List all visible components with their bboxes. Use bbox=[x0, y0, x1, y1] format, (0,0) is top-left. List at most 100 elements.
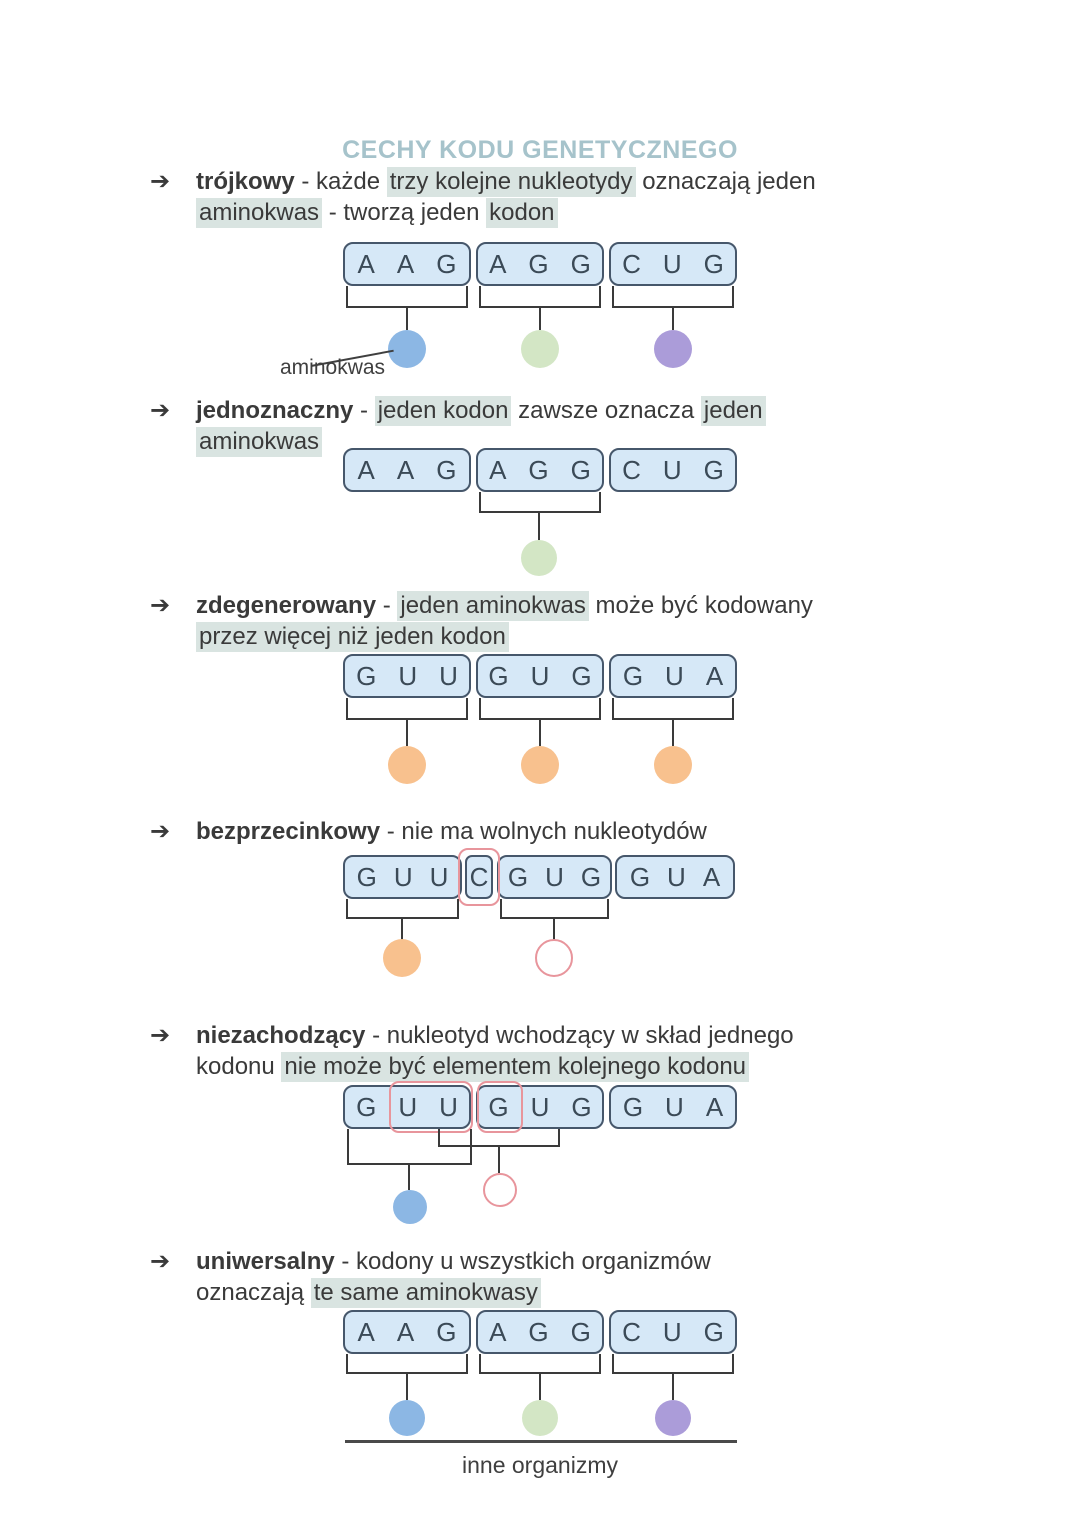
connector-line bbox=[538, 513, 540, 540]
codon-bracket bbox=[346, 698, 468, 720]
text-segment: kodonu bbox=[196, 1053, 282, 1080]
text-segment: - kodony u wszystkich organizmów bbox=[334, 1248, 711, 1275]
organisms-line bbox=[345, 1440, 737, 1443]
connector-line bbox=[406, 720, 408, 746]
amino-acid-circle bbox=[655, 1400, 691, 1436]
bullet-zdegenerowany: ➔zdegenerowany - jeden aminokwas może by… bbox=[150, 590, 1000, 652]
codon-box: AGG bbox=[476, 448, 604, 492]
term-text: trójkowy bbox=[196, 168, 295, 195]
codon-bracket bbox=[479, 1354, 601, 1374]
codon-box: CUG bbox=[609, 448, 737, 492]
connector-line bbox=[553, 919, 555, 940]
codon-box: GUG bbox=[497, 855, 612, 899]
amino-acid-circle bbox=[521, 330, 559, 368]
codon-letters: AAG bbox=[357, 454, 479, 485]
text-segment: oznaczają bbox=[196, 1279, 311, 1306]
overlap-bracket bbox=[438, 1129, 560, 1147]
connector-line bbox=[672, 720, 674, 746]
bullet-line: ➔zdegenerowany - jeden aminokwas może by… bbox=[150, 590, 1000, 621]
bullet-bezprzecinkowy: ➔bezprzecinkowy - nie ma wolnych nukleot… bbox=[150, 816, 1000, 847]
text-segment: - nie ma wolnych nukleotydów bbox=[380, 818, 707, 845]
text-segment: może być kodowany bbox=[588, 592, 813, 619]
codon-box: GUA bbox=[615, 855, 735, 899]
codon-letters: GUA bbox=[622, 1091, 746, 1122]
bullet-text: przez więcej niż jeden kodon bbox=[150, 621, 1000, 652]
codon-box: AGG bbox=[476, 242, 604, 286]
connector-line bbox=[672, 308, 674, 330]
codon-letters: GUG bbox=[488, 1091, 614, 1122]
codon-bracket bbox=[500, 899, 609, 919]
connector-line bbox=[408, 1165, 410, 1190]
bullet-line: ➔bezprzecinkowy - nie ma wolnych nukleot… bbox=[150, 816, 1000, 847]
codon-box-free-nucleotide: C bbox=[465, 855, 493, 899]
highlighted-text: aminokwas bbox=[196, 427, 323, 457]
highlighted-text: jeden bbox=[700, 396, 766, 426]
text-segment: - nukleotyd wchodzący w skład jednego bbox=[365, 1022, 794, 1049]
highlighted-text: te same aminokwasy bbox=[310, 1278, 541, 1308]
term-text: niezachodzący bbox=[196, 1022, 366, 1049]
highlighted-text: jeden kodon bbox=[374, 396, 512, 426]
bullet-trojkowy: ➔trójkowy - każde trzy kolejne nukleotyd… bbox=[150, 166, 1000, 228]
codon-letters: GUG bbox=[488, 660, 614, 691]
missing-amino-acid-circle bbox=[483, 1173, 517, 1207]
connector-line bbox=[401, 919, 403, 940]
codon-bracket bbox=[347, 1129, 472, 1165]
amino-acid-circle bbox=[388, 746, 426, 784]
bullet-text: aminokwas bbox=[150, 426, 1000, 457]
bullet-text: niezachodzący - nukleotyd wchodzący w sk… bbox=[196, 1022, 794, 1049]
connector-line bbox=[539, 308, 541, 330]
amino-acid-circle bbox=[654, 746, 692, 784]
codon-bracket bbox=[612, 1354, 734, 1374]
amino-acid-circle bbox=[654, 330, 692, 368]
codon-box: GUA bbox=[609, 654, 737, 698]
codon-box: AAG bbox=[343, 1310, 471, 1354]
highlighted-text: jeden aminokwas bbox=[397, 591, 589, 621]
codon-letters: AAG bbox=[357, 1316, 479, 1347]
codon-letters: GUG bbox=[507, 861, 619, 892]
arrow-bullet-icon: ➔ bbox=[150, 397, 171, 424]
codon-box: CUG bbox=[609, 242, 737, 286]
codon-bracket bbox=[346, 1354, 468, 1374]
codon-letters: GUA bbox=[629, 861, 738, 892]
free-nucleotide-outline bbox=[458, 848, 500, 906]
highlighted-text: trzy kolejne nukleotydy bbox=[386, 167, 636, 197]
codon-box: AAG bbox=[343, 242, 471, 286]
codon-box: AAG bbox=[343, 448, 471, 492]
codon-box: AGG bbox=[476, 1310, 604, 1354]
term-text: uniwersalny bbox=[196, 1248, 335, 1275]
bullet-uniwersalny: ➔uniwersalny - kodony u wszystkich organ… bbox=[150, 1246, 1000, 1308]
page-title: CECHY KODU GENETYCZNEGO bbox=[342, 136, 738, 164]
overlap-outline bbox=[389, 1081, 473, 1133]
bullet-line: ➔ niezachodzący - nukleotyd wchodzący w s… bbox=[150, 1020, 1000, 1051]
codon-letters: CUG bbox=[622, 248, 746, 279]
highlighted-text: nie może być elementem kolejnego kodonu bbox=[281, 1052, 750, 1082]
highlighted-text: przez więcej niż jeden kodon bbox=[196, 622, 509, 652]
bullet-text: oznaczają te same aminokwasy bbox=[150, 1277, 1000, 1308]
highlighted-text: kodon bbox=[486, 198, 558, 228]
bullet-line: ➔trójkowy - każde trzy kolejne nukleotyd… bbox=[150, 166, 1000, 197]
text-segment: - tworzą jeden bbox=[322, 199, 487, 226]
bullet-text: trójkowy - każde trzy kolejne nukleotydy… bbox=[196, 167, 816, 197]
codon-box: GUU bbox=[343, 855, 462, 899]
term-text: bezprzecinkowy bbox=[196, 818, 381, 845]
bullet-text: aminokwas - tworzą jeden kodon bbox=[150, 197, 1000, 228]
arrow-bullet-icon: ➔ bbox=[150, 592, 171, 619]
bullet-text: jednoznaczny - jeden kodon zawsze oznacz… bbox=[196, 396, 766, 426]
codon-bracket bbox=[479, 698, 601, 720]
term-text: zdegenerowany bbox=[196, 592, 377, 619]
codon-box: GUG bbox=[476, 654, 604, 698]
term-text: jednoznaczny bbox=[196, 397, 354, 424]
codon-letters: GUA bbox=[622, 660, 746, 691]
amino-acid-circle bbox=[522, 1400, 558, 1436]
codon-bracket bbox=[479, 286, 601, 308]
text-segment: - bbox=[353, 397, 375, 424]
codon-letters: GUU bbox=[356, 660, 480, 691]
connector-line bbox=[672, 1374, 674, 1400]
bullet-text: kodonu nie może być elementem kolejnego … bbox=[150, 1051, 1000, 1082]
overlap-outline bbox=[477, 1081, 523, 1133]
amino-acid-circle bbox=[388, 330, 426, 368]
codon-bracket bbox=[346, 899, 459, 919]
amino-acid-label: aminokwas bbox=[280, 356, 386, 379]
arrow-bullet-icon: ➔ bbox=[150, 1022, 171, 1049]
